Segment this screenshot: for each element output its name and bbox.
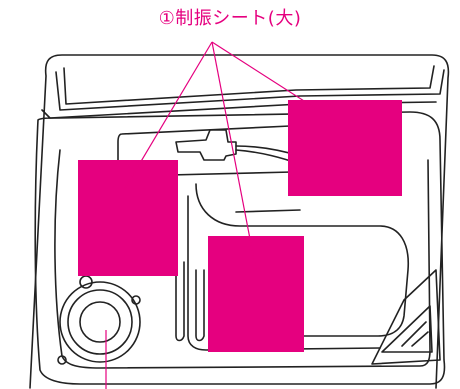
door-outer-frame	[29, 54, 450, 389]
lower-rib-right	[195, 269, 205, 342]
center-cutout	[195, 183, 410, 337]
lower-rib-left	[175, 261, 185, 342]
damping-sheet-center	[208, 236, 304, 352]
door-latch-mechanism	[175, 129, 237, 161]
leader-line-right	[211, 41, 341, 125]
inner-rib	[235, 209, 301, 213]
center-cutout-inner	[187, 195, 381, 351]
speaker-outer-ring	[59, 281, 141, 363]
right-vent-inner	[381, 305, 433, 353]
right-vent-slot-2	[411, 331, 429, 347]
right-vent-slot-1	[401, 321, 427, 347]
mount-hole-3	[57, 355, 67, 365]
door-window-frame	[55, 69, 445, 111]
leader-line-center	[211, 41, 257, 271]
mount-hole-2	[131, 295, 141, 305]
speaker-mid-ring	[67, 289, 133, 355]
mount-hole-1	[79, 275, 93, 289]
leader-line-left	[123, 41, 213, 191]
door-window-inner	[63, 65, 435, 105]
right-vent-frame	[371, 269, 441, 365]
inner-panel-outline	[34, 111, 446, 385]
damping-sheet-left	[78, 160, 178, 276]
speaker-cone	[79, 301, 121, 343]
callout-label: ①制振シート(大)	[158, 8, 302, 29]
damping-sheet-upper-right	[288, 100, 402, 196]
